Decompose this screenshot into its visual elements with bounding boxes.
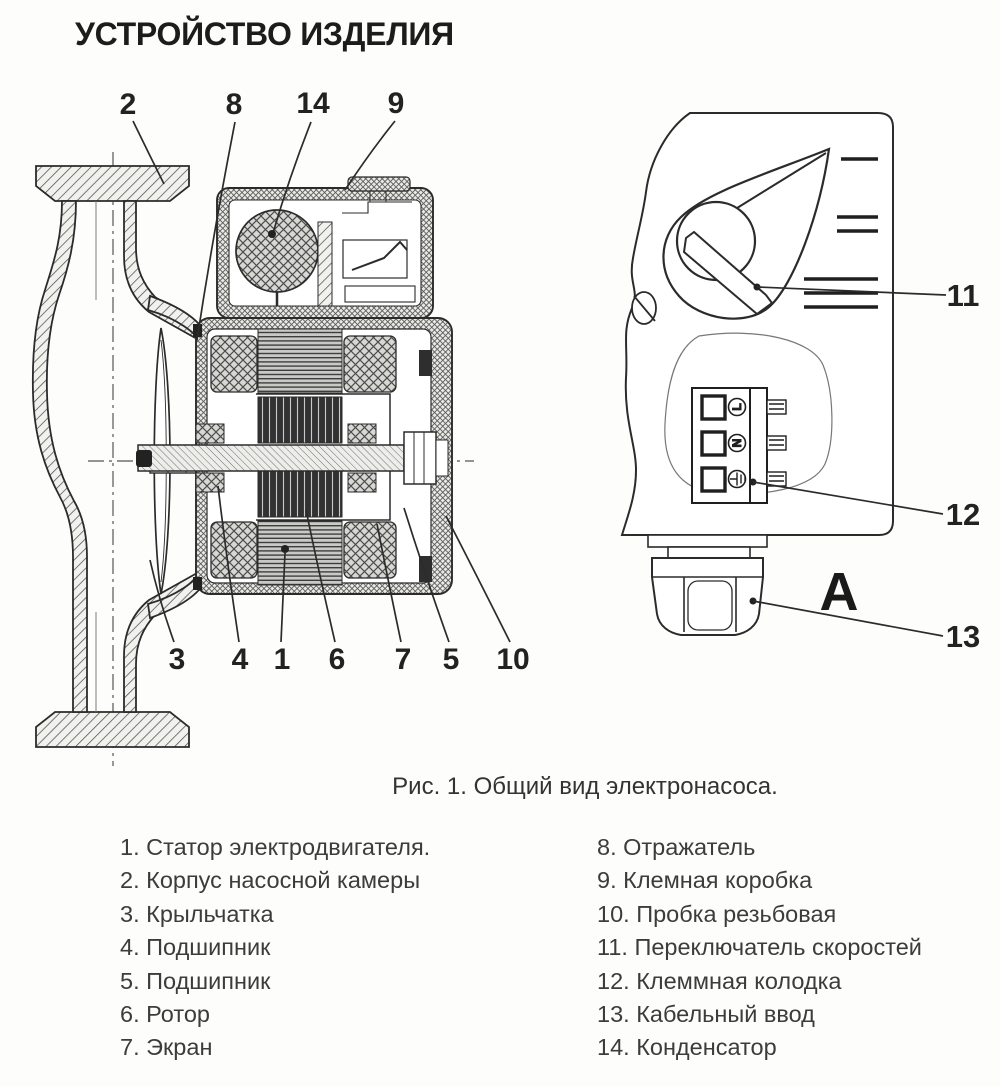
- legend-item-3: 3. Крыльчатка: [120, 900, 274, 927]
- legend-item-8: 8. Отражатель: [597, 834, 756, 860]
- top-flange: [35, 165, 190, 202]
- speed-marks: [804, 157, 878, 309]
- deflector-mark-bottom: [193, 577, 202, 590]
- leader-14-dot: [268, 230, 276, 238]
- stator-winding-top-right: [343, 335, 397, 393]
- callout-5: 5: [443, 643, 460, 676]
- knob-pointer: [682, 230, 774, 316]
- leader-14: [272, 121, 312, 234]
- figure-1-drawing: 2 8 14 9 3 4 1 6 7 5 10: [31, 87, 980, 766]
- callout-11: 11: [947, 278, 980, 313]
- rotor-bottom: [257, 470, 343, 518]
- callout-14: 14: [296, 87, 330, 120]
- gland-nut: [651, 557, 764, 636]
- stator-winding-top-left: [210, 335, 258, 393]
- terminal-box-face: L N A: [620, 112, 980, 654]
- pump-cross-section: 2 8 14 9 3 4 1 6 7 5 10: [31, 87, 530, 766]
- bearing-right-lower: [347, 472, 377, 493]
- terminal-block: L N: [691, 387, 787, 504]
- stator-core-bottom: [257, 520, 343, 586]
- terminal-ring-L: [727, 397, 747, 417]
- callouts-bottom: 3 4 1 6 7 5 10: [149, 485, 530, 676]
- shaft-end-cap: [136, 450, 152, 467]
- leader-2: [132, 120, 165, 185]
- terminal-label-N: N: [730, 439, 744, 448]
- leader-13: [752, 600, 944, 637]
- motor-assembly: [136, 317, 453, 595]
- legend-item-5: 5. Подшипник: [120, 967, 271, 994]
- legend-item-6: 6. Ротор: [120, 1000, 210, 1027]
- callout-12: 12: [946, 497, 980, 532]
- legend-item-1: 1. Статор электродвигателя.: [120, 834, 431, 860]
- leader-8: [196, 121, 236, 341]
- terminal-screw-tabs: [766, 399, 787, 487]
- callout-3: 3: [169, 643, 186, 676]
- figure-caption: Рис. 1. Общий вид электронасоса.: [392, 773, 778, 800]
- callout-7: 7: [395, 643, 412, 676]
- legend-item-14: 14. Конденсатор: [597, 1034, 777, 1061]
- leader-1: [280, 552, 286, 643]
- page-title: УСТРОЙСТВО ИЗДЕЛИЯ: [75, 16, 454, 52]
- leader-4: [217, 485, 240, 643]
- callouts-top: 2 8 14 9: [120, 87, 405, 341]
- leader-6: [305, 509, 336, 643]
- legend-item-4: 4. Подшипник: [120, 934, 271, 961]
- leader-5: [403, 507, 450, 643]
- legend-item-2: 2. Корпус насосной камеры: [120, 867, 421, 894]
- leader-7: [376, 523, 402, 643]
- callout-2: 2: [120, 88, 137, 121]
- terminal-slot-L: [700, 394, 727, 421]
- legend-column-right: 8. Отражатель 9. Клемная коробка 10. Про…: [597, 831, 922, 1065]
- terminal-slot-earth: [700, 466, 727, 493]
- callout-8: 8: [226, 88, 243, 121]
- volute-wall-left: [31, 200, 88, 713]
- callout-1: 1: [274, 643, 291, 676]
- terminal-label-L: L: [730, 403, 744, 410]
- terminal-slot-N: [700, 430, 727, 457]
- pocket-dark-top: [419, 350, 432, 376]
- leader-10: [445, 515, 511, 643]
- view-a-label: A: [820, 562, 859, 622]
- legend-item-10: 10. Пробка резьбовая: [597, 900, 837, 927]
- cable-gland: [647, 534, 768, 636]
- deflector-mark-top: [193, 324, 202, 337]
- leader-9: [344, 120, 396, 191]
- speed-mark-3: [804, 277, 878, 309]
- leader-1-dot: [281, 545, 289, 553]
- legend-item-12: 12. Клеммная колодка: [597, 967, 842, 994]
- leader-12: [752, 481, 944, 515]
- legend-column-left: 1. Статор электродвигателя. 2. Корпус на…: [120, 831, 430, 1065]
- bottom-flange: [35, 711, 190, 748]
- bearing-left-lower: [195, 472, 225, 493]
- legend-item-7: 7. Экран: [120, 1034, 213, 1061]
- shaft: [137, 444, 405, 472]
- earth-symbol-icon: [730, 472, 746, 486]
- bearing-left-upper: [195, 423, 225, 444]
- terminal-box-section: [216, 176, 434, 319]
- leader-3: [149, 559, 175, 643]
- callout-10: 10: [496, 643, 529, 676]
- speed-mark-2: [837, 215, 878, 233]
- terminal-ring-N: [727, 433, 747, 453]
- callout-6: 6: [329, 643, 346, 676]
- box-divider: [317, 221, 333, 307]
- speed-selector-knob[interactable]: [662, 147, 831, 320]
- leader-11: [756, 286, 947, 296]
- stator-winding-bottom-left: [210, 521, 258, 579]
- callout-4: 4: [232, 643, 249, 676]
- bearing-right-upper: [347, 423, 377, 444]
- callout-9: 9: [388, 87, 405, 120]
- legend-item-11: 11. Переключатель скоростей: [597, 934, 922, 961]
- rotor-top: [257, 396, 343, 444]
- threaded-plug: [403, 431, 437, 485]
- box-top-boss: [347, 176, 411, 192]
- legend-item-13: 13. Кабельный ввод: [597, 1000, 815, 1027]
- callout-13: 13: [946, 619, 980, 654]
- fixing-screw: [631, 291, 657, 325]
- callouts-right: 11 12 13: [749, 278, 980, 654]
- stator-winding-bottom-right: [343, 521, 397, 579]
- legend-item-9: 9. Клемная коробка: [597, 867, 813, 894]
- stator-core-top: [257, 328, 343, 394]
